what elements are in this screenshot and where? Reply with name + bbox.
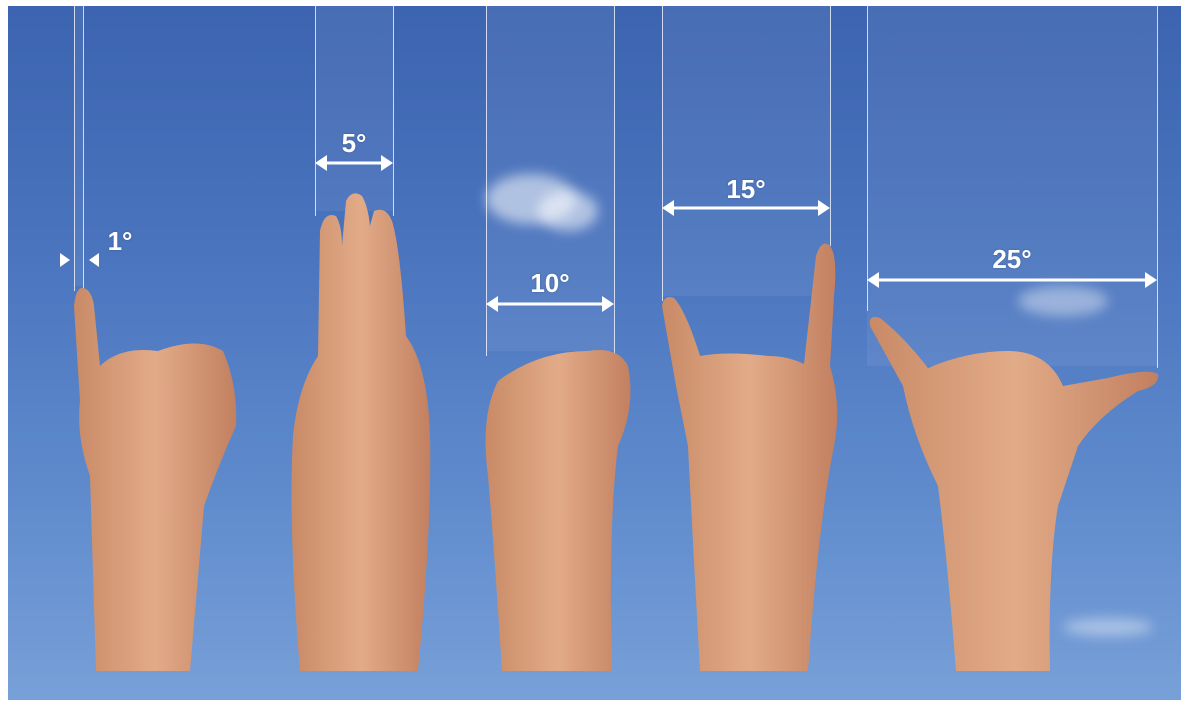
photo-frame: 1° 5° 10° 15° 25° — [8, 6, 1181, 700]
angle-label-1: 1° — [100, 228, 140, 254]
arrowhead-right — [60, 253, 70, 267]
angle-label-10: 10° — [520, 270, 580, 296]
arrowhead-left — [89, 253, 99, 267]
angle-label-15: 15° — [716, 176, 776, 202]
angle-label-5: 5° — [334, 130, 374, 156]
measurement-arrows — [8, 6, 1181, 700]
angle-label-25: 25° — [982, 246, 1042, 272]
